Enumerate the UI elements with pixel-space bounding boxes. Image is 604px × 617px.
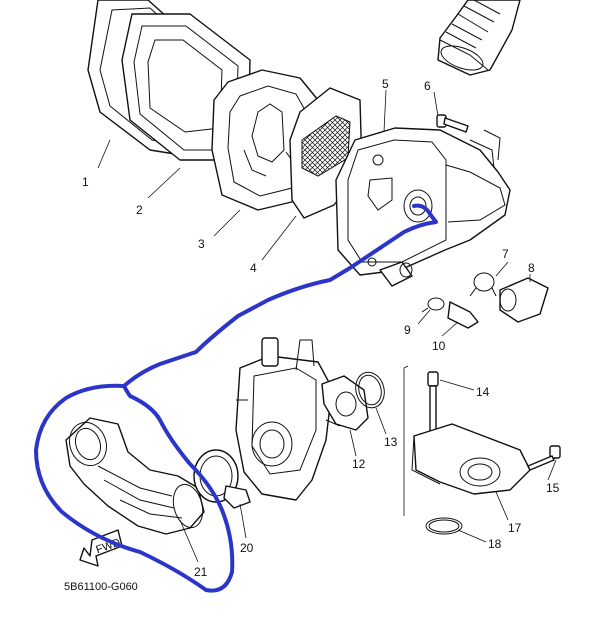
o-ring-3 [425,517,463,535]
reference-lines [403,365,409,516]
part-number-labels: 1 2 3 4 5 6 7 8 9 10 12 13 14 15 17 18 2… [82,77,560,579]
hose-clamp-20 [193,449,251,509]
label-21: 6 [424,79,431,93]
hand-drawn-annotation [34,203,438,593]
label-6: 15 [546,481,560,495]
label-18: 9 [404,323,411,337]
label-8: 1 [82,175,89,189]
label-20: 20 [240,541,254,555]
label-2: 12 [352,457,366,471]
carburetor [235,337,341,501]
label-7: 5 [382,77,389,91]
label-10: 3 [198,237,205,251]
leader-lines [97,89,557,563]
intake-joint-12 [65,417,205,535]
drain-cap-14 [499,277,549,323]
o-ring-4 [355,371,385,409]
label-5: 14 [476,385,490,399]
label-4: 13 [384,435,398,449]
intake-duct [437,0,521,76]
label-9: 4 [250,261,257,275]
label-14: 8 [528,261,535,275]
label-12: 21 [194,565,208,579]
case-joint-tube [379,261,413,287]
label-13: 2 [136,203,143,217]
clip-15 [469,272,497,297]
bolt-21 [436,114,469,133]
label-3: 18 [488,537,502,551]
label-1: 17 [508,521,522,535]
air-cleaner-case [335,127,511,276]
label-17: 10 [432,339,446,353]
clamp-18 [421,297,445,313]
bolt-6 [527,445,561,471]
label-15: 7 [502,247,509,261]
drawing-code: 5B61100-G060 [64,581,138,593]
gasket-2 [321,375,369,431]
drain-plug-17 [447,301,479,329]
intake-manifold-1 [411,423,531,495]
